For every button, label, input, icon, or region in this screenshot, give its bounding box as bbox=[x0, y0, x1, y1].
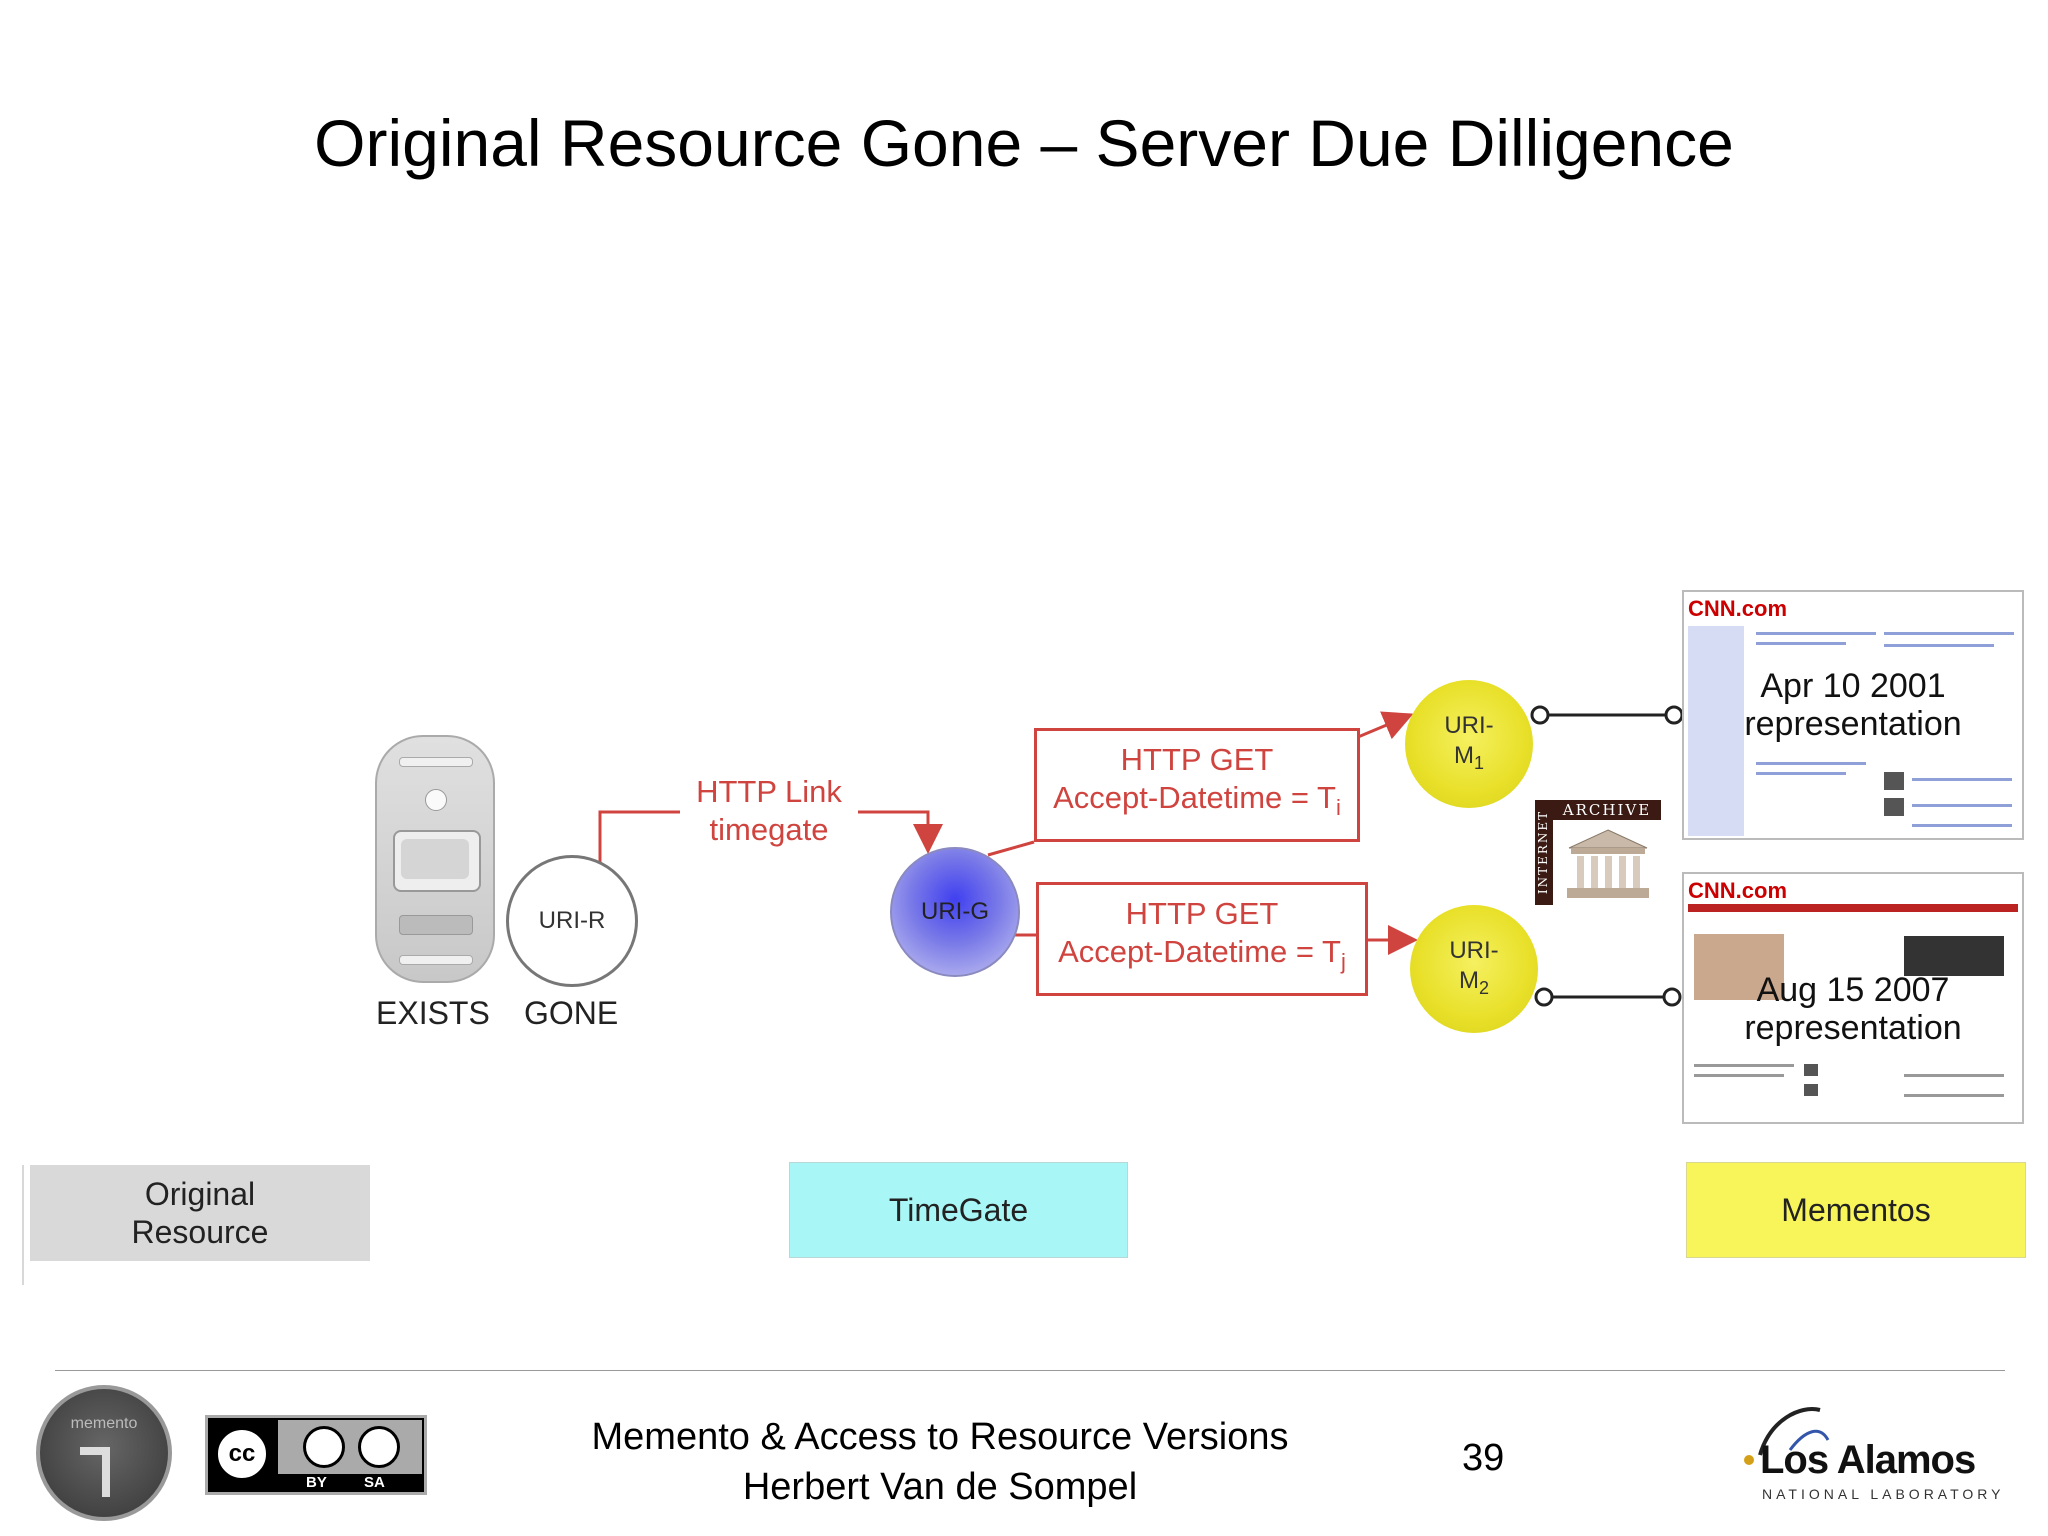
http-get-j-box: HTTP GET Accept-Datetime = Tj bbox=[1036, 882, 1368, 996]
gone-label: GONE bbox=[524, 995, 619, 1031]
http-get-i-box: HTTP GET Accept-Datetime = Ti bbox=[1034, 728, 1360, 842]
page-number: 39 bbox=[1462, 1437, 1505, 1479]
uri-r-node: URI-R bbox=[506, 855, 638, 987]
footer-title: Memento & Access to Resource Versions bbox=[591, 1416, 1289, 1458]
uri-m1-node: URI- M1 bbox=[1405, 680, 1533, 808]
http-link-label: HTTP Link timegate bbox=[680, 773, 858, 849]
timegate-arrow bbox=[858, 810, 943, 854]
cc-license-badge: cc BY SA bbox=[205, 1415, 427, 1495]
slide-title: Original Resource Gone – Server Due Dill… bbox=[314, 106, 1734, 180]
internet-archive-logo: ARCHIVE INTERNET bbox=[1535, 800, 1661, 905]
get-i-arrow bbox=[1357, 711, 1414, 740]
footer-divider bbox=[55, 1370, 2005, 1371]
uri-g-label: URI-G bbox=[921, 898, 989, 925]
exists-label: EXISTS bbox=[376, 995, 490, 1031]
temple-icon bbox=[1567, 829, 1649, 898]
attribution-icon bbox=[303, 1426, 345, 1468]
uri-r-label: URI-R bbox=[538, 907, 606, 934]
share-alike-icon bbox=[358, 1426, 400, 1468]
mementos-band: Mementos bbox=[1686, 1162, 2026, 1258]
los-alamos-logo: Los Alamos NATIONAL LABORATORY bbox=[1730, 1400, 2010, 1510]
original-resource-band: Original Resource bbox=[30, 1165, 370, 1261]
get-i-line-in bbox=[987, 840, 1035, 857]
m1-link-dot-a bbox=[1530, 705, 1550, 725]
uri-g-node: URI-G bbox=[890, 847, 1020, 977]
http-link-arrow bbox=[598, 810, 680, 870]
m2-link-dot-b bbox=[1662, 987, 1682, 1007]
footer-author: Herbert Van de Sompel bbox=[742, 1466, 1138, 1508]
server-icon bbox=[375, 735, 495, 983]
memento-logo: memento bbox=[36, 1385, 172, 1521]
m2-link-dot-a bbox=[1534, 987, 1554, 1007]
timegate-band: TimeGate bbox=[789, 1162, 1128, 1258]
memento-screenshot-2: CNN.com Aug 15 2007 representation bbox=[1682, 872, 2024, 1124]
uri-m2-node: URI- M2 bbox=[1410, 905, 1538, 1033]
m1-link-dot-b bbox=[1664, 705, 1684, 725]
band-edge bbox=[22, 1165, 24, 1285]
memento-screenshot-1: CNN.com Apr 10 2001 representation bbox=[1682, 590, 2024, 840]
lanl-swoosh-icon bbox=[1758, 1407, 1830, 1456]
